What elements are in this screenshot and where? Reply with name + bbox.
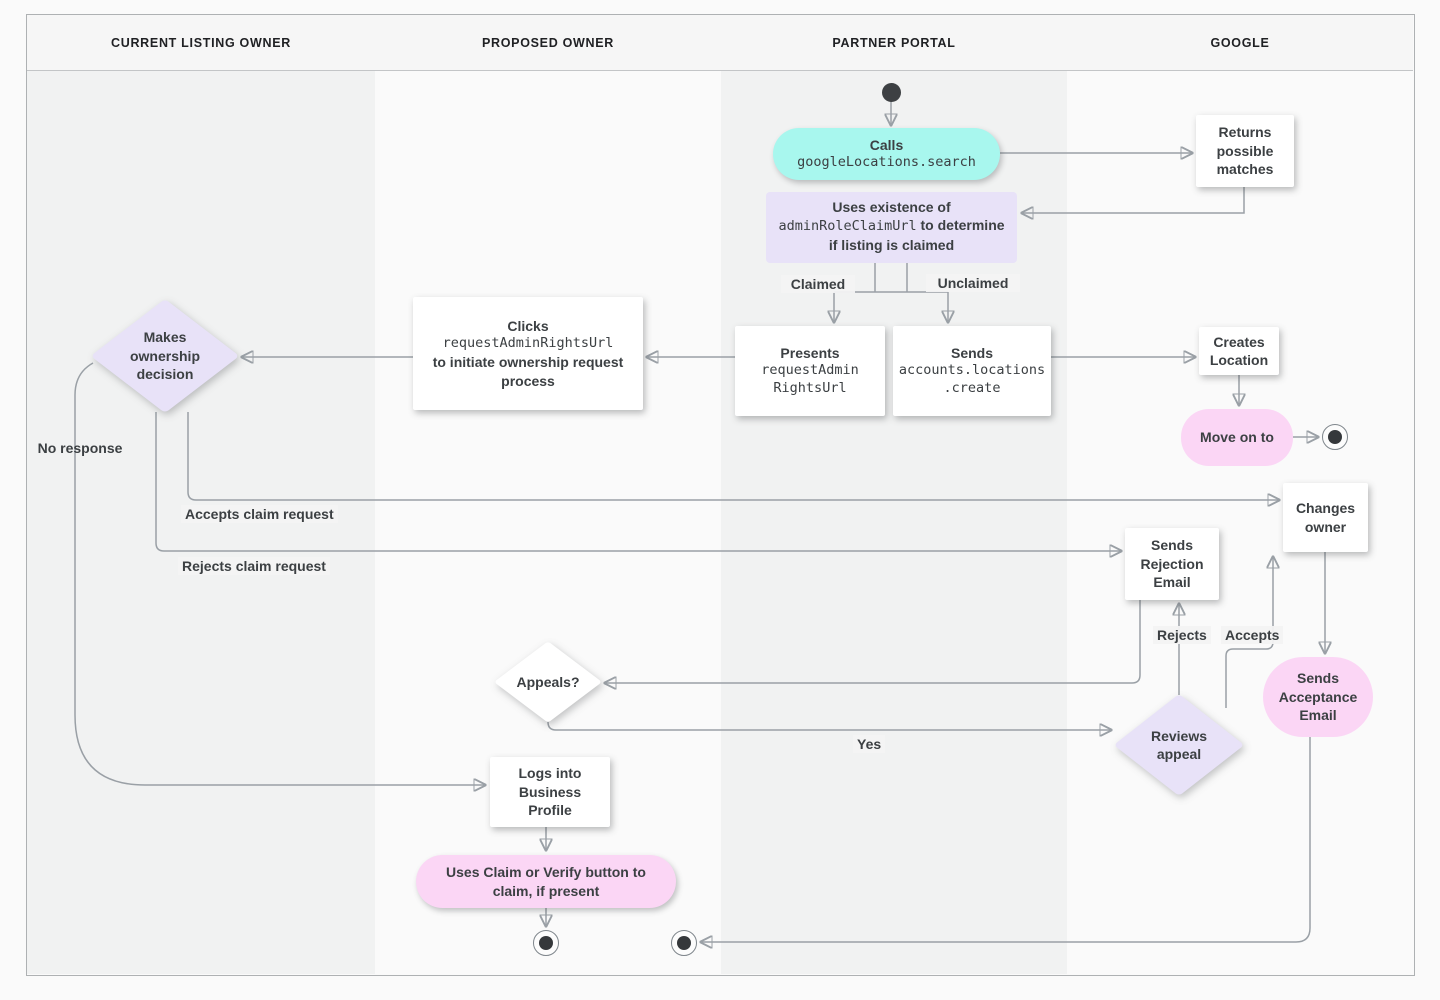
end-node-dot (1328, 430, 1342, 444)
edge-label-yes: Yes (853, 735, 886, 753)
node-label: Sends (950, 344, 993, 361)
node-label: Reviews appeal (1150, 727, 1208, 762)
lane-header-current-listing-owner: CURRENT LISTING OWNER (27, 15, 376, 71)
node-label: Sends Rejection Email (1140, 537, 1204, 591)
node-text: to initiate ownership request process (432, 354, 624, 389)
node-code: accounts.locations (898, 362, 1046, 379)
node-label: Appeals? (516, 673, 580, 690)
edge-label-accepts-claim-request: Accepts claim request (181, 505, 338, 523)
edge-label-unclaimed: Unclaimed (926, 274, 1020, 292)
node-code: googleLocations.search (797, 154, 976, 171)
node-returns-possible-matches: Returns possible matches (1196, 115, 1294, 187)
node-label: Makes ownership decision (129, 329, 200, 383)
node-label: Uses Claim or Verify button to claim, if… (446, 864, 646, 899)
lane-header-google: GOOGLE (1067, 15, 1413, 71)
node-sends-acceptance-email: Sends Acceptance Email (1263, 657, 1373, 737)
node-clicks-request-admin-rights-url: Clicks requestAdminRightsUrl to initiate… (413, 297, 643, 410)
node-move-on-to: Move on to (1181, 409, 1293, 466)
node-code: adminRoleClaimUrl (778, 218, 917, 235)
edge-no-response-to-logs-in (74, 362, 485, 785)
node-makes-ownership-decision: Makes ownership decision (92, 300, 238, 412)
edge-rejection-email-to-appeals (605, 600, 1141, 683)
node-calls-google-locations-search: Calls googleLocations.search (773, 128, 1000, 180)
node-label: Logs into Business Profile (518, 765, 582, 819)
node-sends-accounts-locations-create: Sends accounts.locations .create (893, 326, 1051, 416)
node-changes-owner: Changes owner (1283, 483, 1368, 552)
node-label: Creates Location (1209, 333, 1269, 368)
node-sends-rejection-email: Sends Rejection Email (1125, 528, 1219, 600)
node-label: Move on to (1200, 429, 1274, 446)
end-node-claim-flow (533, 930, 559, 956)
edge-label-accepts: Accepts (1221, 626, 1284, 644)
node-text: Uses existence of (832, 199, 951, 215)
diamond-shape (1115, 695, 1243, 795)
node-label: Calls (869, 136, 904, 153)
node-label: Presents (780, 344, 840, 361)
node-creates-location: Creates Location (1199, 327, 1279, 375)
node-appeals-decision: Appeals? (495, 642, 601, 722)
start-node (882, 83, 901, 102)
edge-label-rejects: Rejects (1153, 626, 1211, 644)
edge-returns-to-uses (1022, 187, 1245, 213)
node-logs-into-business-profile: Logs into Business Profile (490, 757, 610, 827)
node-code: .create (943, 380, 1001, 397)
edge-rejects-claim-to-rejection-email (155, 412, 1121, 551)
node-uses-claim-or-verify-button: Uses Claim or Verify button to claim, if… (416, 855, 676, 908)
node-presents-request-admin-rights-url: Presents requestAdmin RightsUrl (735, 326, 885, 416)
node-code: requestAdmin (761, 362, 859, 379)
node-code: requestAdminRightsUrl (442, 335, 614, 352)
node-label: Returns possible matches (1216, 124, 1274, 178)
end-node-acceptance-flow (671, 930, 697, 956)
node-label: Changes owner (1295, 500, 1356, 535)
end-node-dot (539, 936, 553, 950)
lane-header-partner-portal: PARTNER PORTAL (721, 15, 1068, 71)
lane-header-label: PARTNER PORTAL (832, 35, 956, 50)
edge-acceptance-email-to-end (701, 737, 1311, 942)
lane-header-label: GOOGLE (1210, 35, 1270, 50)
edge-accepts-claim-to-changes-owner (187, 412, 1279, 500)
edge-label-no-response: No response (37, 440, 123, 456)
node-label: Sends Acceptance Email (1278, 670, 1358, 724)
node-code: RightsUrl (773, 380, 847, 397)
node-text: to determine if listing is claimed (828, 217, 1005, 254)
diamond-shape (495, 642, 601, 722)
end-node-create-flow (1322, 424, 1348, 450)
lane-header-label: CURRENT LISTING OWNER (111, 35, 291, 50)
lane-header-label: PROPOSED OWNER (481, 35, 615, 50)
node-label: Clicks (507, 317, 549, 334)
edge-reviews-accepts-to-changes-owner (1225, 557, 1273, 708)
diamond-shape (92, 300, 238, 412)
edge-label-claimed: Claimed (781, 275, 855, 293)
edge-label-rejects-claim-request: Rejects claim request (178, 557, 330, 575)
lane-header-proposed-owner: PROPOSED OWNER (375, 15, 722, 71)
node-uses-existence-admin-role-claim-url: Uses existence of adminRoleClaimUrl to d… (766, 192, 1017, 263)
end-node-dot (677, 936, 691, 950)
edge-appeals-yes-to-reviews (547, 721, 1111, 730)
node-reviews-appeal: Reviews appeal (1115, 695, 1243, 795)
